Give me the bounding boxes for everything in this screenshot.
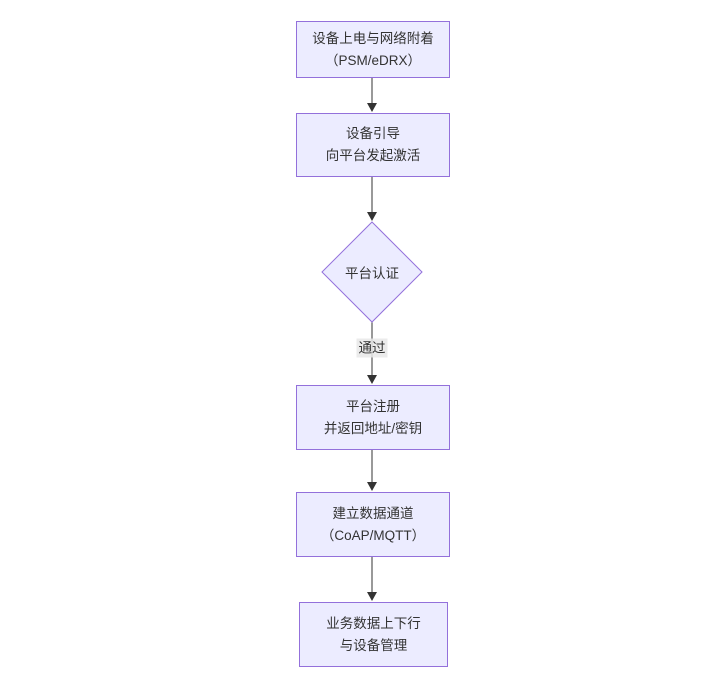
node-sublabel: （PSM/eDRX） <box>324 52 422 68</box>
arrowhead-icon <box>367 592 377 601</box>
arrowhead-icon <box>367 375 377 384</box>
arrowhead-icon <box>367 103 377 112</box>
arrow-bootstrap-to-auth <box>367 177 377 221</box>
node-platform-register: 平台注册 并返回地址/密钥 <box>296 385 450 450</box>
node-power-attach: 设备上电与网络附着 （PSM/eDRX） <box>296 21 450 78</box>
node-sublabel: （CoAP/MQTT） <box>320 527 426 543</box>
node-sublabel: 并返回地址/密钥 <box>323 420 423 436</box>
edge-label-pass: 通过 <box>356 338 388 358</box>
node-label: 业务数据上下行 <box>326 615 421 631</box>
node-business-data: 业务数据上下行 与设备管理 <box>299 602 448 667</box>
node-sublabel: 与设备管理 <box>339 637 408 653</box>
node-bootstrap: 设备引导 向平台发起激活 <box>296 113 450 177</box>
node-label: 设备上电与网络附着 <box>312 30 434 46</box>
node-sublabel: 向平台发起激活 <box>325 148 421 163</box>
node-label: 平台认证 <box>345 266 399 281</box>
arrow-register-to-channel <box>367 450 377 491</box>
node-label: 设备引导 <box>346 126 400 141</box>
arrow-power-to-bootstrap <box>367 78 377 112</box>
arrowhead-icon <box>367 212 377 221</box>
arrow-channel-to-business <box>367 557 377 601</box>
node-label: 建立数据通道 <box>332 505 414 521</box>
arrowhead-icon <box>367 482 377 491</box>
node-data-channel: 建立数据通道 （CoAP/MQTT） <box>296 492 450 557</box>
node-label: 平台注册 <box>346 398 400 414</box>
decision-diamond-shape <box>321 221 423 323</box>
node-platform-auth-label: 平台认证 <box>322 222 422 322</box>
edge-label-text: 通过 <box>358 340 386 356</box>
